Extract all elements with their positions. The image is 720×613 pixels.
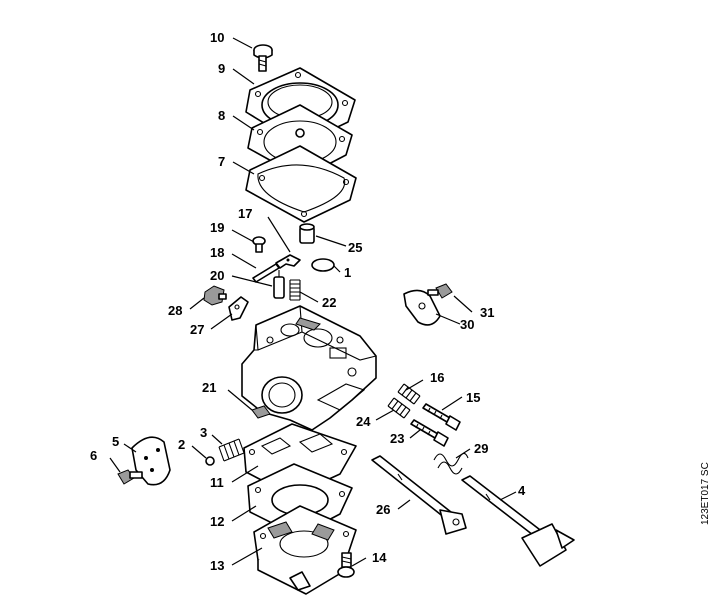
callout-14: 14	[372, 550, 387, 565]
reference-code: 123ET017 SC	[700, 462, 711, 525]
leader-lines	[109, 37, 517, 567]
carburetor-body	[241, 305, 377, 431]
callout-8: 8	[218, 108, 225, 123]
part-21-screen	[251, 405, 271, 419]
callout-18: 18	[210, 245, 224, 260]
callout-5: 5	[112, 434, 119, 449]
part-15-screw	[422, 403, 461, 431]
callout-9: 9	[218, 61, 225, 76]
callout-4: 4	[518, 483, 526, 498]
callout-3: 3	[200, 425, 207, 440]
part-2-ball	[205, 456, 215, 466]
callout-17: 17	[238, 206, 252, 221]
callout-numbers: 10 9 8 7 17 19 25 18 1 20 22 28 31 27 30…	[90, 30, 526, 573]
callout-20: 20	[210, 268, 224, 283]
callout-11: 11	[210, 475, 224, 490]
callout-12: 12	[210, 514, 224, 529]
callout-19: 19	[210, 220, 224, 235]
part-16-spring	[397, 383, 421, 405]
part-28-plug	[203, 285, 227, 306]
callout-1: 1	[344, 265, 351, 280]
part-6-screw	[117, 469, 143, 485]
part-10-screw	[253, 44, 273, 72]
part-17-lever	[275, 254, 301, 269]
part-27-bracket	[228, 296, 249, 321]
callout-31: 31	[480, 305, 494, 320]
part-26-shaft	[371, 455, 467, 535]
part-1-disc	[311, 258, 335, 272]
part-13-housing	[253, 505, 357, 595]
callout-24: 24	[356, 414, 371, 429]
part-4-shaft	[461, 475, 575, 567]
callout-21: 21	[202, 380, 216, 395]
part-19-screw	[252, 236, 266, 253]
callout-22: 22	[322, 295, 336, 310]
callout-16: 16	[430, 370, 444, 385]
part-3-spring	[218, 438, 245, 462]
part-20-needle	[273, 270, 285, 299]
callout-29: 29	[474, 441, 488, 456]
part-7-gasket	[245, 145, 357, 223]
callout-6: 6	[90, 448, 97, 463]
callout-10: 10	[210, 30, 224, 45]
callout-30: 30	[460, 317, 474, 332]
callout-13: 13	[210, 558, 224, 573]
callout-7: 7	[218, 154, 225, 169]
part-14-screw	[337, 552, 355, 578]
part-22-spring	[289, 279, 301, 301]
callout-28: 28	[168, 303, 182, 318]
callout-27: 27	[190, 322, 204, 337]
part-25-valve-cap	[299, 223, 315, 244]
callout-25: 25	[348, 240, 362, 255]
part-18-pin	[252, 263, 280, 283]
part-31-screw	[427, 283, 453, 299]
part-24-spring	[387, 397, 411, 419]
part-29-spring	[433, 452, 469, 475]
callout-26: 26	[376, 502, 390, 517]
callout-2: 2	[178, 437, 185, 452]
callout-23: 23	[390, 431, 404, 446]
callout-15: 15	[466, 390, 480, 405]
part-23-screw	[410, 419, 449, 447]
